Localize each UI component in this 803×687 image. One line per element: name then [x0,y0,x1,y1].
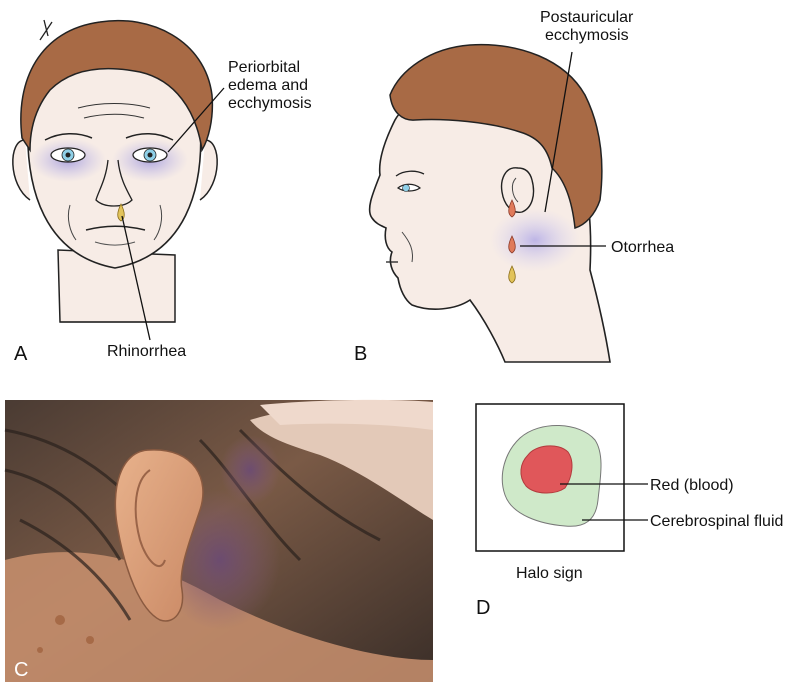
panel-c-letter: C [14,659,28,681]
panel-a: Periorbital edema and ecchymosis Rhinorr… [13,20,312,365]
rhinorrhea-label: Rhinorrhea [107,343,186,360]
face-front-illustration [13,20,217,322]
panel-d-letter: D [476,597,490,619]
postauricular-photo [5,400,433,682]
panel-b-letter: B [354,343,367,365]
postauricular-label-line2: ecchymosis [545,27,629,44]
otorrhea-label: Otorrhea [611,239,674,256]
panel-a-letter: A [14,343,28,365]
postauricular-label-line1: Postauricular [540,9,634,26]
periorbital-label-line1: Periorbital [228,59,300,76]
red-blood-label: Red (blood) [650,477,734,494]
csf-label: Cerebrospinal fluid [650,513,783,530]
halo-sign-caption: Halo sign [516,565,583,582]
panel-b: Postauricular ecchymosis Otorrhea B [354,9,674,365]
periorbital-label-line3: ecchymosis [228,95,312,112]
panel-c: C [5,400,433,682]
face-profile-illustration [370,45,610,362]
periorbital-label-line2: edema and [228,77,308,94]
panel-d: Red (blood) Cerebrospinal fluid Halo sig… [476,404,783,619]
